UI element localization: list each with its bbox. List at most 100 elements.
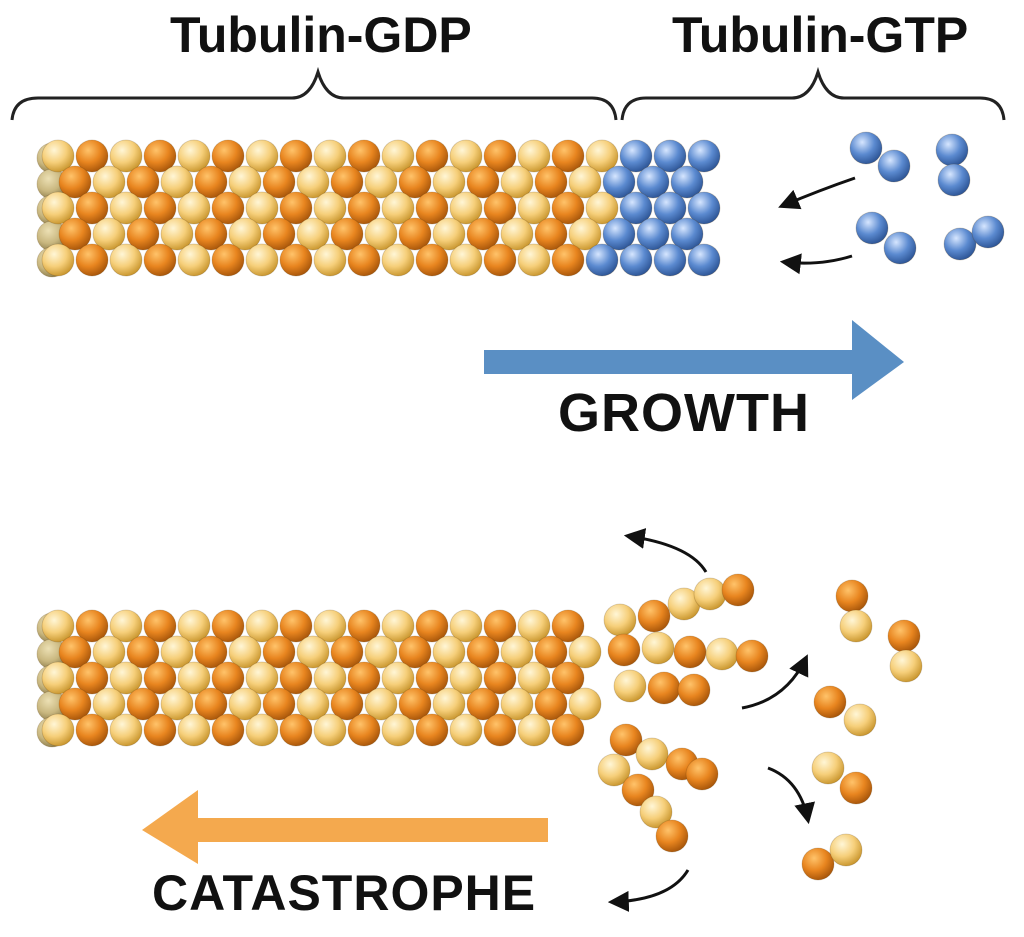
gdp-tubulin-subunit <box>109 661 143 695</box>
gdp-tubulin-subunit <box>211 609 245 643</box>
gdp-tubulin-subunit <box>551 609 585 643</box>
gdp-tubulin-subunit <box>41 661 75 695</box>
gdp-tubulin-subunit <box>517 713 551 747</box>
gdp-tubulin-subunit <box>245 191 279 225</box>
gdp-tubulin-subunit <box>126 217 160 251</box>
gdp-tubulin-subunit <box>500 635 534 669</box>
gtp-dimer <box>877 149 911 183</box>
peeling-subunit <box>609 723 643 757</box>
gdp-tubulin-subunit <box>398 635 432 669</box>
gdp-tubulin-subunit <box>398 687 432 721</box>
gdp-tubulin-subunit <box>109 139 143 173</box>
peeling-subunit <box>685 757 719 791</box>
gdp-tubulin-subunit <box>483 243 517 277</box>
gdp-tubulin-subunit <box>211 243 245 277</box>
peeling-subunit <box>639 795 673 829</box>
gdp-tubulin-subunit <box>381 609 415 643</box>
gdp-tubulin-subunit <box>177 713 211 747</box>
gtp-tubulin-subunit <box>619 243 653 277</box>
gdp-tubulin-subunit <box>517 661 551 695</box>
gtp-dimer <box>971 215 1005 249</box>
gdp-tubulin-subunit <box>279 609 313 643</box>
gdp-tubulin-subunit <box>347 609 381 643</box>
gdp-tubulin-subunit <box>449 191 483 225</box>
peeling-subunit <box>613 669 647 703</box>
gdp-tubulin-subunit <box>92 635 126 669</box>
gdp-tubulin-subunit <box>262 217 296 251</box>
gdp-tubulin-subunit <box>160 687 194 721</box>
gdp-tubulin-subunit <box>313 713 347 747</box>
gdp-tubulin-subunit <box>92 687 126 721</box>
gtp-tubulin-subunit <box>653 139 687 173</box>
gdp-dimer <box>801 847 835 881</box>
gdp-tubulin-subunit <box>517 139 551 173</box>
gdp-dimer <box>843 703 877 737</box>
peeling-subunit <box>635 737 669 771</box>
gdp-tubulin-subunit <box>466 635 500 669</box>
gdp-tubulin-subunit <box>160 635 194 669</box>
gdp-tubulin-subunit <box>92 217 126 251</box>
gdp-tubulin-subunit <box>500 217 534 251</box>
gdp-tubulin-subunit <box>381 139 415 173</box>
gdp-tubulin-subunit <box>228 687 262 721</box>
gdp-tubulin-subunit <box>517 191 551 225</box>
gdp-tubulin-subunit <box>330 165 364 199</box>
gdp-tubulin-subunit <box>483 609 517 643</box>
gdp-tubulin-subunit <box>194 165 228 199</box>
gdp-tubulin-subunit <box>568 635 602 669</box>
gdp-tubulin-subunit <box>75 243 109 277</box>
gtp-brace <box>620 66 1006 121</box>
gdp-tubulin-subunit <box>296 635 330 669</box>
gdp-tubulin-subunit <box>211 139 245 173</box>
gdp-tubulin-subunit <box>41 191 75 225</box>
gdp-tubulin-subunit <box>296 165 330 199</box>
gdp-dimer <box>835 579 869 613</box>
gdp-tubulin-subunit <box>75 191 109 225</box>
gdp-tubulin-subunit <box>143 243 177 277</box>
gdp-tubulin-subunit <box>500 165 534 199</box>
gdp-tubulin-subunit <box>551 243 585 277</box>
gdp-tubulin-subunit <box>347 713 381 747</box>
gtp-dimer <box>943 227 977 261</box>
gdp-tubulin-subunit <box>41 609 75 643</box>
gdp-tubulin-subunit <box>245 713 279 747</box>
peeling-subunit <box>647 671 681 705</box>
gdp-tubulin-subunit <box>109 609 143 643</box>
gdp-tubulin-subunit <box>211 661 245 695</box>
gdp-tubulin-subunit <box>296 217 330 251</box>
gdp-tubulin-subunit <box>483 661 517 695</box>
peeling-subunit <box>597 753 631 787</box>
gdp-tubulin-subunit <box>143 661 177 695</box>
gdp-dimer <box>839 609 873 643</box>
gdp-tubulin-subunit <box>245 139 279 173</box>
gdp-tubulin-subunit <box>279 713 313 747</box>
gtp-tubulin-subunit <box>687 139 721 173</box>
gdp-tubulin-subunit <box>534 217 568 251</box>
gdp-tubulin-subunit <box>551 139 585 173</box>
gdp-brace <box>10 66 618 121</box>
gdp-tubulin-subunit <box>364 217 398 251</box>
gdp-tubulin-subunit <box>160 165 194 199</box>
gdp-tubulin-subunit <box>466 165 500 199</box>
gdp-tubulin-subunit <box>568 687 602 721</box>
gdp-tubulin-subunit <box>415 139 449 173</box>
gdp-tubulin-subunit <box>517 243 551 277</box>
gdp-tubulin-subunit <box>534 687 568 721</box>
gdp-tubulin-subunit <box>41 713 75 747</box>
gtp-dimer <box>937 163 971 197</box>
gdp-tubulin-subunit <box>347 661 381 695</box>
gdp-tubulin-subunit <box>551 191 585 225</box>
release-arrow-upper-right <box>741 654 809 710</box>
gdp-tubulin-subunit <box>58 635 92 669</box>
gdp-tubulin-subunit <box>381 243 415 277</box>
peeling-subunit <box>677 673 711 707</box>
gdp-tubulin-subunit <box>75 139 109 173</box>
gdp-dimer <box>889 649 923 683</box>
gdp-tubulin-subunit <box>126 687 160 721</box>
gdp-tubulin-subunit <box>75 661 109 695</box>
growth-label: GROWTH <box>558 383 810 443</box>
gdp-tubulin-subunit <box>313 139 347 173</box>
gdp-dimer <box>839 771 873 805</box>
gdp-tubulin-subunit <box>245 661 279 695</box>
gdp-tubulin-subunit <box>415 713 449 747</box>
